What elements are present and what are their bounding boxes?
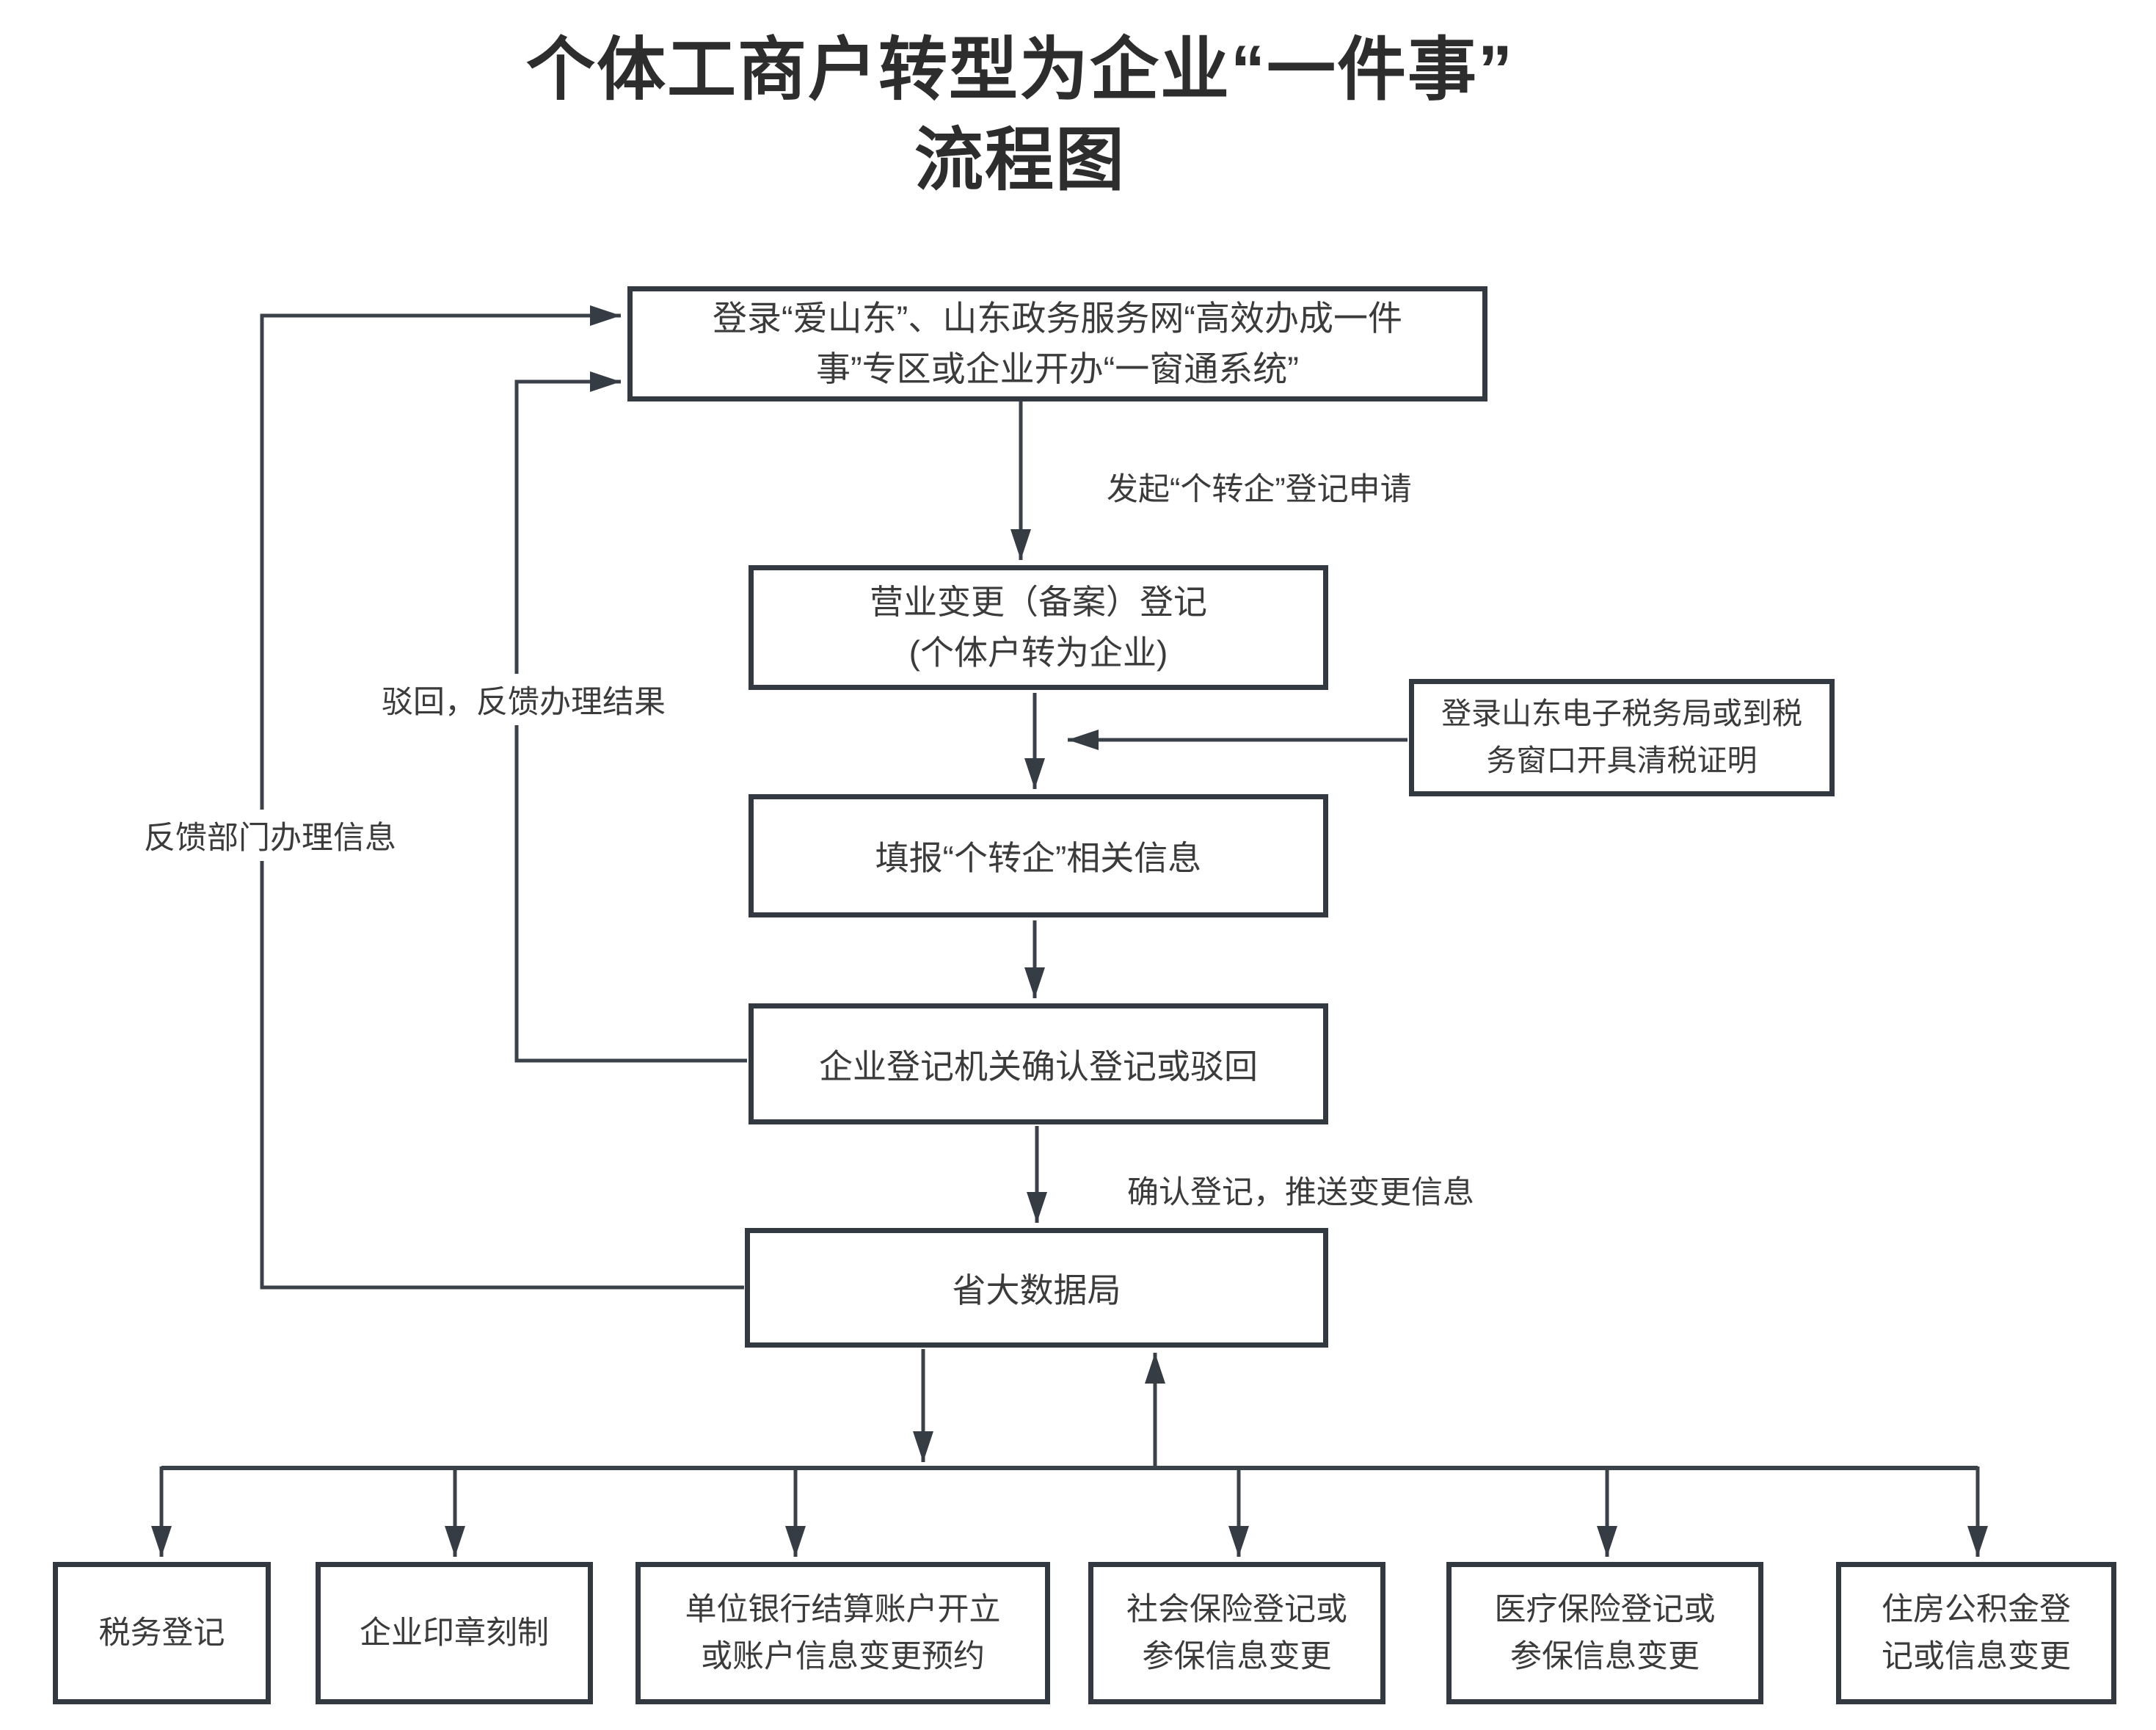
- node-login-portal: 登录“爱山东”、山东政务服务网“高效办成一件 事”专区或企业开办“一窗通系统”: [627, 286, 1487, 401]
- edge-label-reject-feedback: 驳回，反馈办理结果: [376, 674, 671, 725]
- node-social-insurance-registration: 社会保险登记或 参保信息变更: [1088, 1562, 1385, 1704]
- node-fill-transform-info: 填报“个转企”相关信息: [749, 794, 1328, 917]
- node-medical-insurance-registration: 医疗保险登记或 参保信息变更: [1446, 1562, 1763, 1704]
- page-title: 个体工商户转型为企业“一件事” 流程图: [220, 31, 1820, 199]
- node-tax-registration: 税务登记: [53, 1562, 271, 1704]
- page-title-line2: 流程图: [914, 121, 1126, 199]
- node-business-change-registration: 营业变更（备案）登记 (个体户转为企业): [749, 565, 1328, 690]
- node-company-seal-making: 企业印章刻制: [316, 1562, 593, 1704]
- node-medical-insurance-registration-label: 医疗保险登记或 参保信息变更: [1494, 1591, 1716, 1675]
- node-fill-transform-info-label: 填报“个转企”相关信息: [875, 839, 1202, 877]
- edge-label-confirm-push-info: 确认登记，推送变更信息: [1127, 1175, 1474, 1210]
- node-tax-clearance-certificate-label: 登录山东电子税务局或到税 务窗口开具清税证明: [1441, 697, 1802, 777]
- feedback-dept-info-to-login: [260, 305, 744, 1290]
- node-bank-account-opening-label: 单位银行结算账户开立 或账户信息变更预约: [685, 1591, 1001, 1675]
- node-provincial-big-data-bureau: 省大数据局: [745, 1228, 1328, 1348]
- node-tax-clearance-certificate: 登录山东电子税务局或到税 务窗口开具清税证明: [1409, 679, 1835, 796]
- node-social-insurance-registration-label: 社会保险登记或 参保信息变更: [1126, 1591, 1347, 1675]
- node-login-portal-label: 登录“爱山东”、山东政务服务网“高效办成一件 事”专区或企业开办“一窗通系统”: [713, 299, 1402, 388]
- page-title-line1: 个体工商户转型为企业“一件事”: [525, 31, 1514, 108]
- node-bank-account-opening: 单位银行结算账户开立 或账户信息变更预约: [635, 1562, 1050, 1704]
- node-registry-confirm-or-reject: 企业登记机关确认登记或驳回: [749, 1003, 1328, 1124]
- node-provincial-big-data-bureau-label: 省大数据局: [952, 1271, 1121, 1309]
- node-tax-registration-label: 税务登记: [98, 1615, 225, 1651]
- node-business-change-registration-label: 营业变更（备案）登记 (个体户转为企业): [870, 583, 1207, 672]
- node-company-seal-making-label: 企业印章刻制: [360, 1615, 549, 1651]
- edge-label-department-feedback: 反馈部门办理信息: [138, 810, 402, 861]
- node-housing-fund-registration-label: 住房公积金登 记或信息变更: [1882, 1591, 2071, 1675]
- node-housing-fund-registration: 住房公积金登 记或信息变更: [1836, 1562, 2116, 1704]
- node-registry-confirm-or-reject-label: 企业登记机关确认登记或驳回: [819, 1047, 1258, 1086]
- edge-label-initiate-application: 发起“个转企”登记申请: [1107, 472, 1412, 507]
